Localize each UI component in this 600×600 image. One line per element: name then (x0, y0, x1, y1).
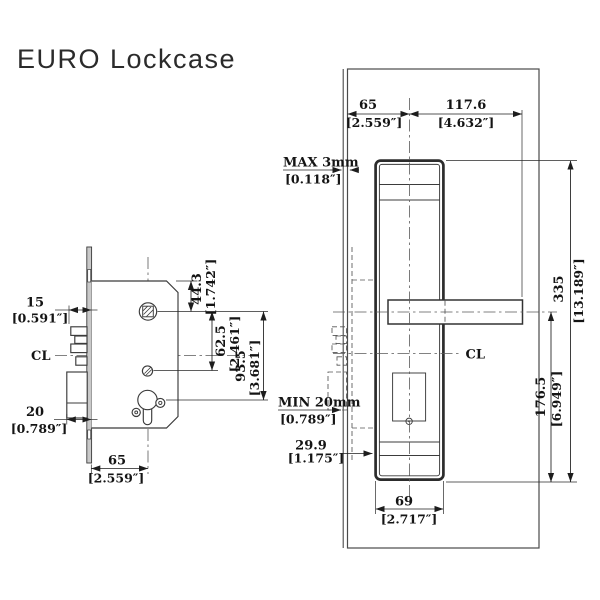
dim-value: 176.5 (534, 377, 549, 418)
faceplate-screw-slot (87, 269, 92, 283)
dim-value: 117.6 (446, 98, 487, 113)
dim-value-inch: [0.789″] (11, 421, 68, 436)
dim-vertical-group: 44.3 [1.742″] 62.5 [2.461″] 93.5 [3.681″… (153, 259, 268, 401)
spindle-hub (138, 302, 158, 321)
dim-value: 15 (26, 296, 44, 311)
dim-edge-to-center: 65 [2.559″] (346, 98, 410, 130)
dim-value: 69 (395, 495, 413, 510)
dim-label: MIN 20mm (278, 396, 361, 411)
dim-plate-width: 69 [2.717″] (375, 481, 444, 527)
dim-latch-protrusion: 15 [0.591″] (12, 296, 98, 326)
dim-value-inch: [1.175″] (288, 451, 345, 466)
left-view-lockcase: 15 [0.591″] CL 20 [0.789″] 65 [2.559″] (11, 246, 268, 486)
euro-cylinder (131, 389, 166, 426)
faceplate-screw-slot (87, 429, 92, 440)
auxiliary-pin (141, 365, 154, 377)
dim-value-inch: [0.118″] (285, 172, 342, 187)
latch-bolt (70, 326, 88, 366)
dim-bottom-section: 29.9 [1.175″] (288, 439, 373, 466)
dim-value: 65 (108, 454, 126, 469)
dim-value: 29.9 (295, 439, 327, 454)
dim-value: 93.5 (234, 350, 249, 382)
dim-value-inch: [2.559″] (346, 115, 403, 130)
dim-value: 62.5 (214, 325, 229, 357)
dim-label: MAX 3mm (283, 156, 359, 171)
dim-value-inch: [1.742″] (203, 259, 218, 316)
dim-deadbolt-protrusion: 20 [0.789″] (11, 405, 98, 436)
dim-value: 44.3 (190, 273, 205, 305)
dim-value-inch: [2.461″] (227, 316, 242, 373)
dim-value-inch: [6.949″] (549, 371, 564, 428)
centerline-label: CL (31, 349, 51, 364)
dim-max-gap: MAX 3mm [0.118″] (283, 156, 359, 187)
lockcase-body (91, 280, 179, 429)
dim-plate-height: 335 [13.189″] (446, 160, 586, 483)
dim-value: 20 (26, 405, 44, 420)
dim-min-throw: MIN 20mm [0.789″] (278, 396, 361, 427)
dim-value-inch: [13.189″] (571, 258, 586, 323)
dim-value-inch: [0.591″] (12, 311, 69, 326)
dim-value-inch: [2.559″] (88, 471, 145, 486)
right-view-door-trim: CL 65 [2.559″] 117.6 [4.632″] MAX 3mm [0… (278, 68, 586, 549)
page-title: EURO Lockcase (17, 44, 236, 74)
dim-value-inch: [3.681″] (247, 340, 262, 397)
dim-backset: 65 [2.559″] (88, 454, 148, 486)
deadbolt (66, 371, 88, 419)
dim-value: 335 (552, 275, 567, 302)
dim-value: 65 (359, 98, 377, 113)
dim-value-inch: [0.789″] (280, 412, 337, 427)
dim-handle-to-bottom: 176.5 [6.949″] (534, 312, 564, 482)
dim-value-inch: [2.717″] (381, 512, 438, 527)
dim-value-inch: [4.632″] (438, 115, 495, 130)
dim-center-to-handle-end: 117.6 [4.632″] (409, 98, 523, 297)
centerline-label: CL (466, 348, 486, 363)
